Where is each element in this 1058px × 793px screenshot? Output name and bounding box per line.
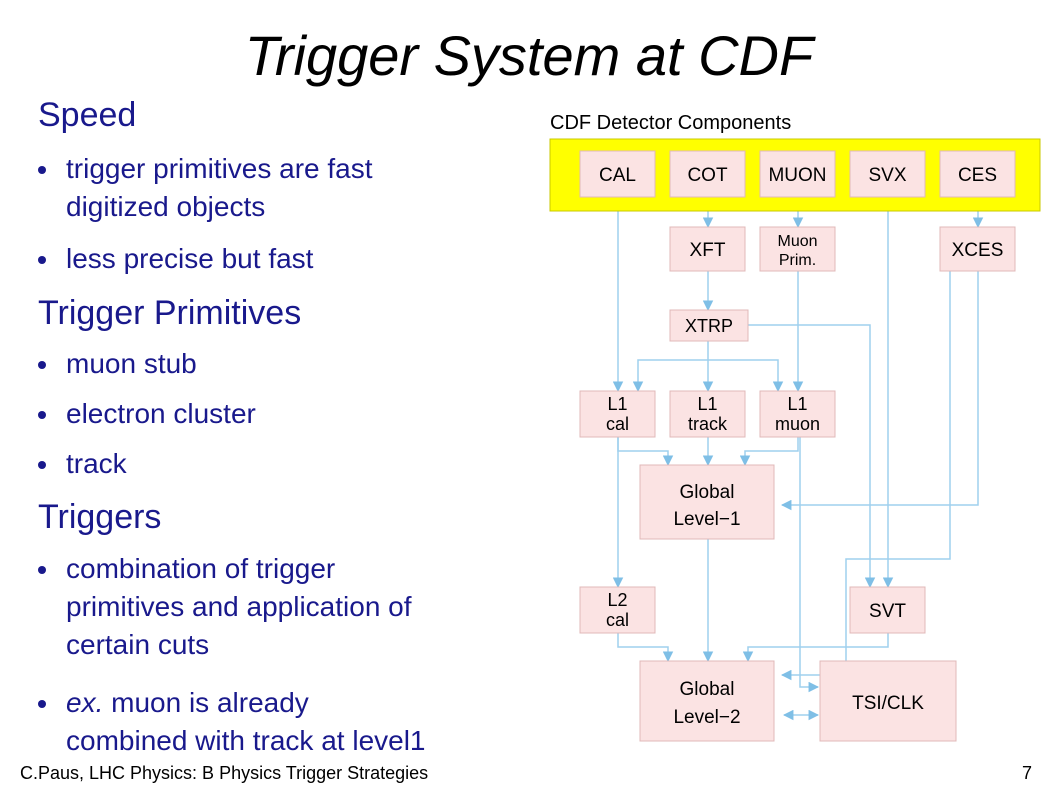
bullet-line: combination of trigger (66, 553, 336, 584)
arrow-l2cal-to-global-l2 (617, 633, 674, 663)
l1-cal-label-2: cal (606, 414, 629, 434)
svt-label: SVT (869, 601, 906, 622)
bullet-line: muon stub (66, 348, 197, 379)
l1-cal-box (579, 390, 656, 438)
arrow-svt-to-global-l2 (742, 633, 889, 663)
arrow-xces-to-global-l1 (780, 271, 979, 511)
section-heading-trigger-primitives: Trigger Primitives (38, 294, 302, 332)
page-number: 7 (1022, 763, 1033, 783)
cot-box (669, 150, 746, 198)
bullet-dot-icon (38, 166, 46, 174)
section-heading-speed: Speed (38, 96, 137, 134)
l1-track-box (669, 390, 746, 438)
bullet-primitive-2: electron cluster (38, 395, 538, 433)
global-l2-box (639, 660, 775, 742)
ces-label: CES (958, 165, 997, 186)
bullet-primitive-3: track (38, 445, 538, 483)
svt-box (849, 586, 926, 634)
bullet-speed-2: less precise but fast (38, 240, 538, 278)
l2-cal-label-2: cal (606, 610, 629, 630)
bullet-line: track (66, 448, 127, 479)
l1-muon-label-2: muon (775, 414, 820, 434)
detector-boxes: CAL COT MUON SVX CES (579, 150, 1016, 198)
italic-prefix: ex. (66, 687, 104, 718)
arrow-xtrp-to-l1cal (632, 359, 708, 393)
global-l2-label-2: Level−2 (673, 707, 740, 728)
slide-title: Trigger System at CDF (244, 24, 814, 87)
ces-box (939, 150, 1016, 198)
global-l2-label-1: Global (680, 679, 735, 700)
bullet-line: primitives and application of (66, 591, 412, 622)
arrow-xtrp-to-svt (748, 324, 876, 589)
bullet-line: less precise but fast (66, 243, 314, 274)
svx-label: SVX (868, 165, 906, 186)
bullet-triggers-1: combination of trigger primitives and ap… (38, 550, 538, 664)
muon-prim-label-2: Prim. (779, 252, 816, 269)
l1-track-label-2: track (688, 414, 728, 434)
xft-box (669, 226, 746, 272)
cot-label: COT (687, 165, 728, 186)
arrow-muon-to-tsiclk (799, 399, 820, 693)
arrow-l1muon-to-global-l1 (739, 437, 799, 467)
bullet-dot-icon (38, 566, 46, 574)
muon-prim-box (759, 226, 836, 272)
tsi-clk-label: TSI/CLK (852, 693, 924, 714)
l1-muon-box (759, 390, 836, 438)
svx-box (849, 150, 926, 198)
cal-box (579, 150, 656, 198)
global-l1-box (639, 464, 775, 540)
l2-cal-label-1: L2 (607, 590, 627, 610)
bullet-dot-icon (38, 361, 46, 369)
xces-box (939, 226, 1016, 272)
section-heading-triggers: Triggers (38, 498, 162, 536)
bullet-dot-icon (38, 411, 46, 419)
xft-label: XFT (690, 240, 726, 261)
bullet-line: electron cluster (66, 398, 256, 429)
bullet-line: trigger primitives are fast (66, 153, 373, 184)
muon-label: MUON (768, 165, 826, 186)
l2-cal-box (579, 586, 656, 634)
l1-cal-label-1: L1 (607, 394, 627, 414)
bullet-line: ex. muon is already (66, 687, 309, 718)
bullet-dot-icon (38, 461, 46, 469)
arrow-l1cal-to-global-l1 (617, 437, 674, 467)
cal-label: CAL (599, 165, 636, 186)
bullet-line: combined with track at level1 (66, 725, 426, 756)
bullet-line: certain cuts (66, 629, 210, 660)
xces-label: XCES (952, 240, 1004, 261)
bullet-triggers-2: ex. muon is already combined with track … (38, 684, 538, 760)
l1-track-label-1: L1 (697, 394, 717, 414)
tsi-clk-box (819, 660, 957, 742)
bullet-line: digitized objects (66, 191, 266, 222)
muon-box (759, 150, 836, 198)
bullet-speed-1: trigger primitives are fast digitized ob… (38, 150, 538, 226)
arrow-xtrp-to-l1muon (708, 359, 784, 393)
xtrp-box (669, 309, 749, 342)
muon-prim-label-1: Muon (777, 233, 817, 250)
bullet-primitive-1: muon stub (38, 345, 538, 383)
footer-author: C.Paus, LHC Physics: B Physics Trigger S… (20, 763, 429, 783)
l1-muon-label-1: L1 (787, 394, 807, 414)
global-l1-label-1: Global (680, 482, 735, 503)
bullet-dot-icon (38, 256, 46, 264)
diagram-header: CDF Detector Components (550, 112, 791, 134)
xtrp-label: XTRP (685, 316, 733, 336)
trigger-flow-diagram: CDF Detector Components CAL COT MUON SVX… (549, 112, 1041, 742)
bullet-dot-icon (38, 700, 46, 708)
connector-lines (612, 197, 984, 721)
global-l1-label-2: Level−1 (673, 509, 740, 530)
